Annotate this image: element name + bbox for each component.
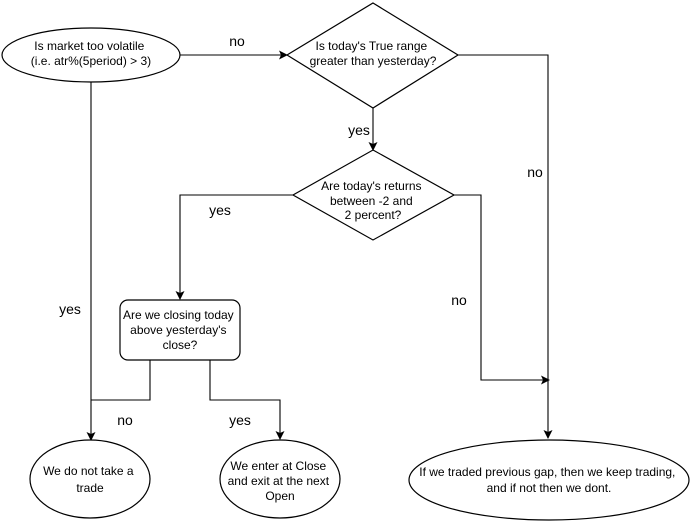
edge-label-returns-yes: yes [209,202,231,218]
node-volatile-line-1: Is market too volatile [34,39,144,53]
node-enter-label: We enter at Close and exit at the next O… [228,459,333,503]
node-previous-gap-line-1: If we traded previous gap, then we keep … [419,465,675,479]
edge-label-true-range-no: no [527,164,543,180]
edge-label-returns-no: no [451,292,467,308]
edge-returns-to-previous-gap [454,194,550,385]
node-volatile: Is market too volatile (i.e. atr%(5perio… [1,27,181,83]
node-enter-line-3: Open [265,489,294,503]
node-closing-line-2: above yesterday's [130,323,226,337]
node-true-range-shape [285,2,460,109]
edge-label-closing-yes: yes [229,412,251,428]
node-closing-label: Are we closing today above yesterday's c… [123,308,237,352]
node-returns-label: Are today's returns between -2 and 2 per… [321,179,425,222]
node-no-trade-line-1: We do not take a [43,464,134,478]
node-true-range-line-2: greater than yesterday? [310,54,437,68]
edge-labels: no yes no yes no yes no yes [59,33,543,428]
edge-closing-to-enter [209,360,285,440]
edge-true-range-to-previous-gap [458,54,553,439]
node-enter-line-2: and exit at the next [228,474,330,488]
node-returns-shape [291,149,456,241]
edge-label-true-range-yes: yes [348,122,370,138]
edge-label-volatile-no: no [229,33,245,49]
node-returns-line-1: Are today's returns [321,179,421,193]
node-true-range-label: Is today's True range greater than yeste… [310,39,437,68]
node-enter-line-1: We enter at Close [230,459,326,473]
node-no-trade-label: We do not take a trade [43,464,137,495]
node-enter-shape [219,439,341,519]
node-true-range-line-1: Is today's True range [315,39,427,53]
node-returns: Are today's returns between -2 and 2 per… [291,149,456,241]
node-no-trade-shape [29,439,151,519]
node-no-trade-line-2: trade [76,481,104,495]
node-closing: Are we closing today above yesterday's c… [119,299,241,361]
edge-label-volatile-yes: yes [59,301,81,317]
node-closing-line-3: close? [163,338,198,352]
node-volatile-line-2: (i.e. atr%(5period) > 3) [31,54,151,68]
node-previous-gap-label: If we traded previous gap, then we keep … [419,465,679,495]
node-volatile-label: Is market too volatile (i.e. atr%(5perio… [31,39,151,68]
edge-closing-to-no-trade [91,360,151,401]
node-closing-line-1: Are we closing today [123,308,234,322]
edge-returns-to-closing [175,194,293,300]
edge-label-closing-no: no [117,412,133,428]
node-previous-gap-line-2: and if not then we dont. [487,481,612,495]
node-previous-gap-shape [408,439,690,521]
edges [86,50,553,441]
node-no-trade: We do not take a trade [29,439,151,519]
node-true-range: Is today's True range greater than yeste… [285,2,460,109]
node-previous-gap: If we traded previous gap, then we keep … [408,439,690,521]
node-closing-shape [119,299,241,361]
node-returns-line-2: between -2 and [330,194,413,208]
node-volatile-shape [1,27,181,83]
node-returns-line-3: 2 percent? [345,208,402,222]
node-enter: We enter at Close and exit at the next O… [219,439,341,519]
